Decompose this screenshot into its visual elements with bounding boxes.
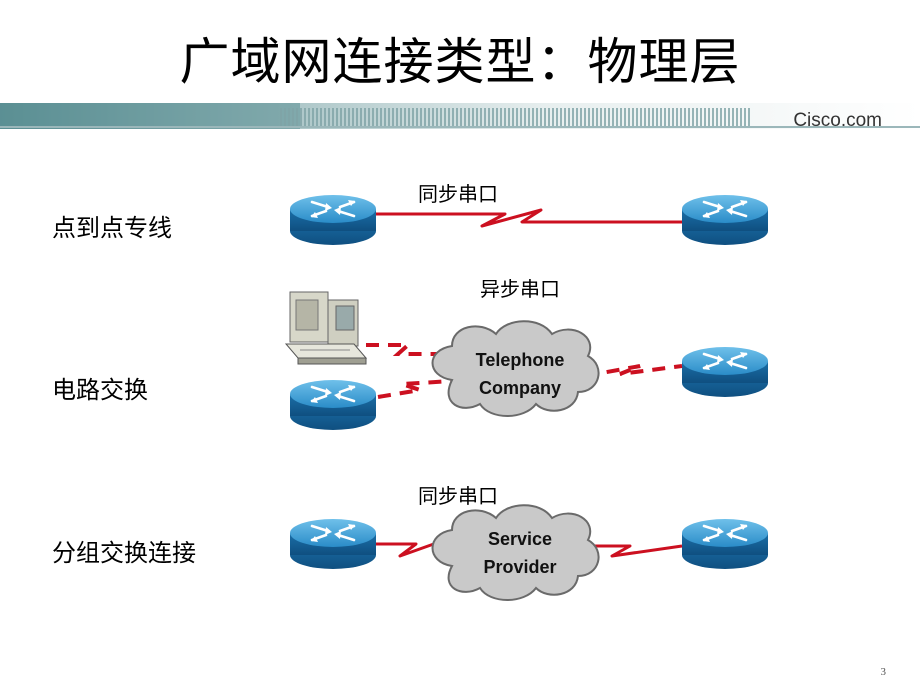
async-dial-link bbox=[377, 378, 471, 399]
row-packet-switching bbox=[288, 504, 770, 601]
router-icon bbox=[288, 193, 378, 247]
router-icon bbox=[680, 517, 770, 571]
cloud-label-line: Service bbox=[487, 529, 553, 549]
link-label-sync-serial: 同步串口 bbox=[418, 484, 498, 508]
sync-serial-link bbox=[376, 538, 446, 558]
cloud-label-line: Telephone bbox=[475, 350, 565, 370]
service-provider-cloud bbox=[431, 504, 600, 601]
async-dial-link bbox=[584, 364, 683, 378]
cloud-label-telephone-company: Telephone Company bbox=[452, 346, 588, 402]
cloud-label-line: Provider bbox=[483, 557, 557, 577]
cloud-label-service-provider: Service Provider bbox=[452, 525, 588, 581]
header-band bbox=[0, 103, 920, 129]
page-number: 3 bbox=[880, 666, 887, 678]
row-label-leased-line: 点到点专线 bbox=[52, 214, 172, 242]
sync-serial-link bbox=[590, 544, 683, 558]
async-dial-link bbox=[366, 343, 460, 356]
router-icon bbox=[680, 193, 770, 247]
row-circuit-switching bbox=[284, 291, 770, 432]
link-label-sync-serial: 同步串口 bbox=[418, 182, 498, 206]
computer-icon bbox=[284, 291, 368, 365]
cisco-brand-logo: Cisco.com bbox=[793, 110, 882, 131]
row-leased-line bbox=[288, 193, 770, 247]
router-icon bbox=[288, 517, 378, 571]
async-links bbox=[366, 343, 683, 399]
telephone-company-cloud bbox=[431, 320, 600, 417]
router-icon bbox=[288, 378, 378, 432]
link-label-async-serial: 异步串口 bbox=[480, 277, 560, 301]
router-icon bbox=[680, 345, 770, 399]
page-title: 广域网连接类型：物理层 bbox=[179, 33, 741, 91]
row-label-packet-switching: 分组交换连接 bbox=[52, 539, 196, 567]
sync-serial-link bbox=[376, 208, 682, 228]
cloud-label-line: Company bbox=[478, 378, 561, 398]
row-label-circuit-switching: 电路交换 bbox=[52, 376, 148, 404]
